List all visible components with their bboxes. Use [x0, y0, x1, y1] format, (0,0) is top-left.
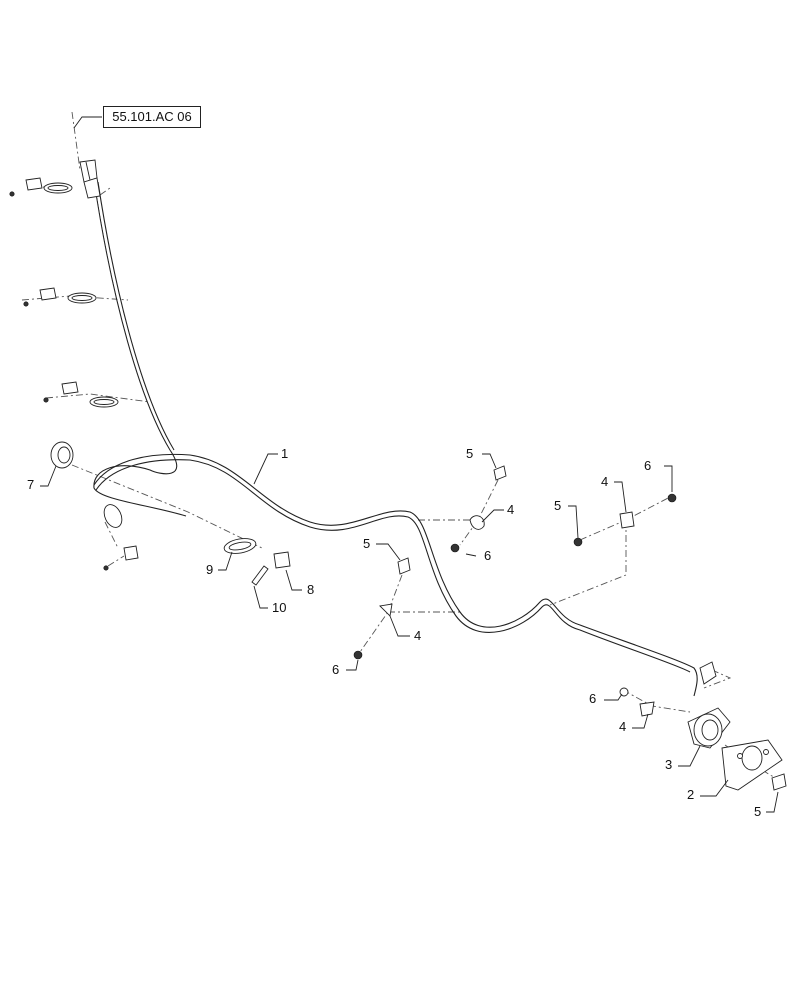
harness-clips	[9, 177, 119, 408]
callout-6: 6	[589, 691, 597, 706]
callout-5: 5	[363, 536, 371, 551]
callout-4: 4	[601, 474, 609, 489]
tie-strap-9	[223, 538, 257, 554]
grommet	[50, 441, 74, 469]
clamps-4	[379, 511, 655, 717]
callout-1: 1	[281, 446, 289, 461]
callout-7: 7	[27, 477, 35, 492]
top-connector	[79, 159, 101, 199]
callout-4: 4	[619, 719, 627, 734]
nut-near-5	[573, 537, 583, 547]
bolt-10	[251, 565, 269, 586]
clip-group-2	[23, 287, 97, 307]
callout-4: 4	[507, 502, 515, 517]
callout-6: 6	[332, 662, 340, 677]
socket-3	[687, 661, 731, 749]
cable-tie-lower-left	[103, 504, 139, 571]
callout-6: 6	[484, 548, 492, 563]
callout-5: 5	[554, 498, 562, 513]
callout-leaders	[40, 116, 779, 813]
bolts-5	[397, 465, 787, 791]
reference-box: 55.101.AC 06	[103, 106, 201, 128]
clip-group-3	[43, 381, 119, 408]
clip-group-1	[9, 177, 73, 197]
callout-10: 10	[272, 600, 287, 615]
nuts-6	[353, 493, 677, 697]
callout-8: 8	[307, 582, 315, 597]
center-lines	[21, 111, 781, 781]
callout-3: 3	[665, 757, 673, 772]
mounting-plate-2	[721, 739, 783, 791]
callout-5: 5	[754, 804, 762, 819]
callout-5: 5	[466, 446, 474, 461]
clip-8	[273, 551, 291, 569]
callout-4: 4	[414, 628, 422, 643]
callout-9: 9	[206, 562, 214, 577]
callout-6: 6	[644, 458, 652, 473]
harness-wire	[93, 179, 698, 697]
callout-2: 2	[687, 787, 695, 802]
